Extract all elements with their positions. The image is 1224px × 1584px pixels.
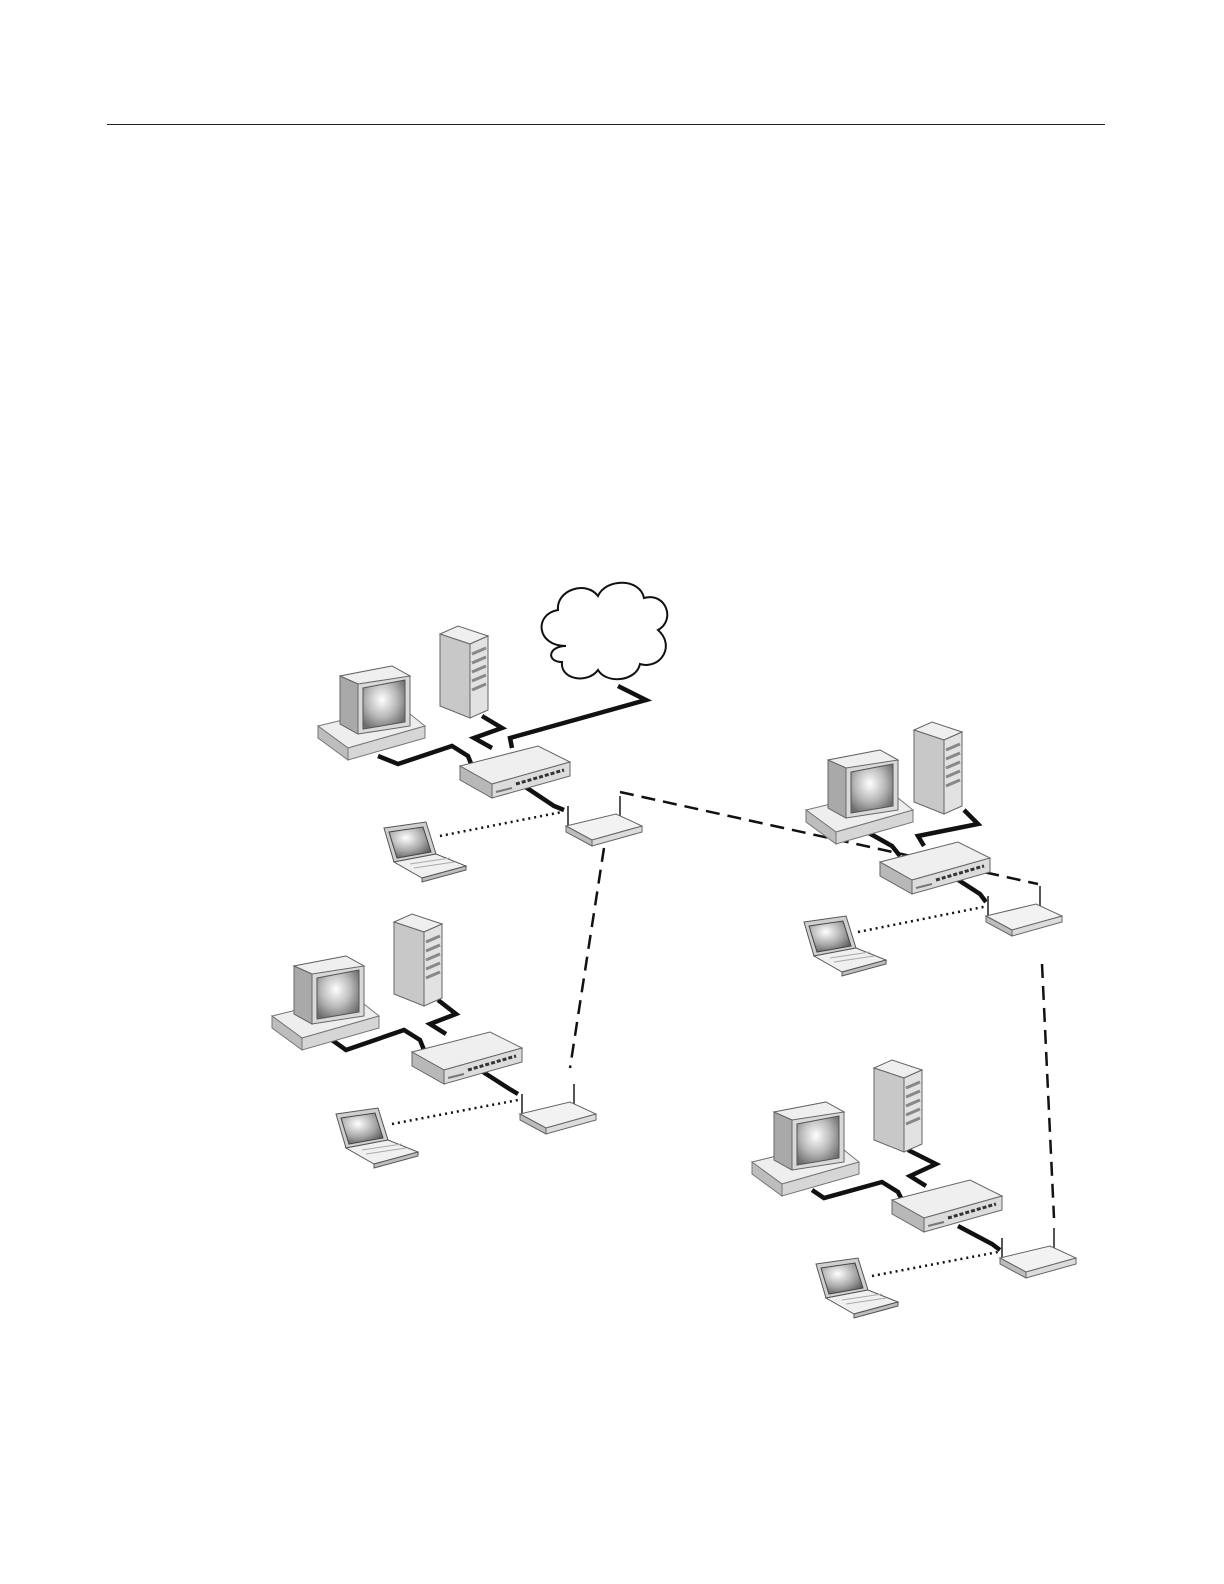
desktop-computer-icon[interactable] [318, 666, 425, 760]
site-b [272, 914, 596, 1168]
bridge-link-c-d [1042, 964, 1054, 1218]
server-tower-icon[interactable] [914, 722, 962, 814]
laptop-icon[interactable] [816, 1258, 898, 1318]
site-d [752, 1060, 1076, 1318]
wireless-access-point-icon[interactable] [986, 886, 1062, 936]
laptop-icon[interactable] [384, 822, 466, 882]
server-tower-icon[interactable] [440, 626, 488, 718]
site-c [804, 722, 1062, 976]
laptop-icon[interactable] [804, 916, 886, 976]
wireless-access-point-icon[interactable] [520, 1084, 596, 1134]
server-tower-icon[interactable] [874, 1060, 922, 1152]
wireless-access-point-icon[interactable] [1000, 1228, 1076, 1278]
server-tower-icon[interactable] [394, 914, 442, 1006]
network-switch-icon[interactable] [892, 1180, 1002, 1232]
desktop-computer-icon[interactable] [806, 750, 913, 844]
wireless-access-point-icon[interactable] [566, 796, 642, 846]
network-switch-icon[interactable] [412, 1032, 522, 1084]
laptop-icon[interactable] [336, 1108, 418, 1168]
desktop-computer-icon[interactable] [752, 1102, 859, 1196]
desktop-computer-icon[interactable] [272, 956, 379, 1050]
network-switch-icon[interactable] [460, 746, 570, 798]
bridge-link-a-b [570, 848, 604, 1068]
internet-cloud-icon [542, 583, 668, 679]
